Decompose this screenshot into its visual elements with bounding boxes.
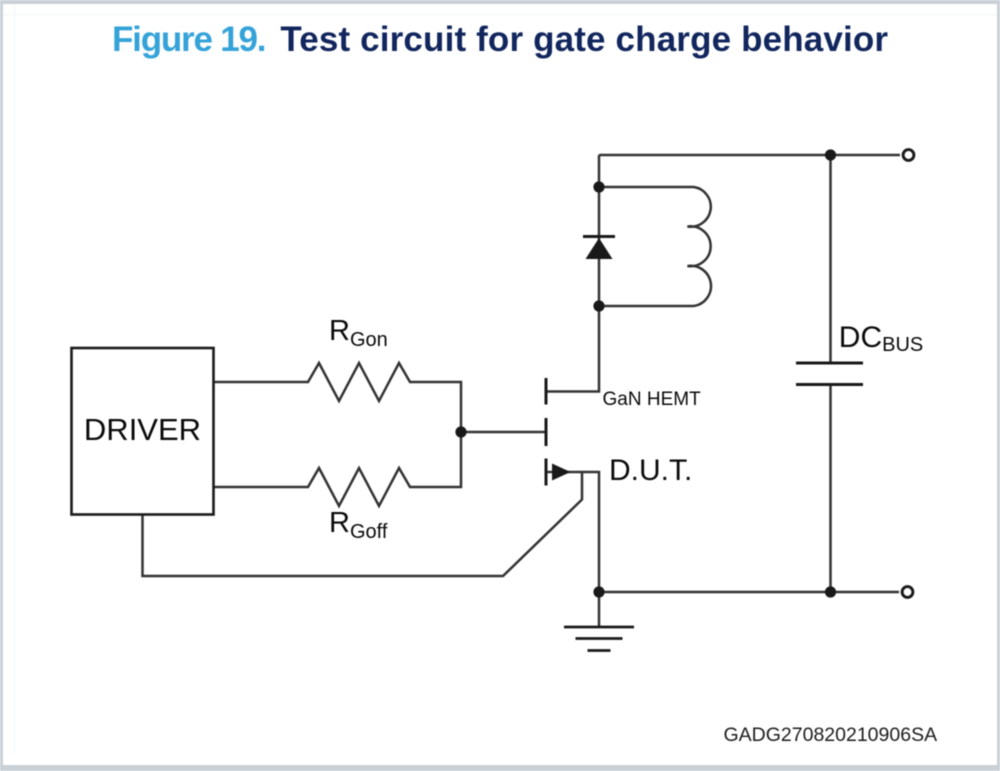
wire-kelvin-return bbox=[141, 472, 584, 578]
driver-box bbox=[70, 346, 215, 516]
figure-code: GADG270820210906SA bbox=[723, 723, 938, 746]
dcbus-label: DCBUS bbox=[838, 321, 924, 356]
inductor-coils bbox=[687, 185, 713, 308]
dut-label: D.U.T. bbox=[609, 453, 693, 487]
junction-dots bbox=[455, 149, 837, 598]
junction-dot-diode-bottom bbox=[593, 300, 605, 312]
figure-number: Figure 19. bbox=[112, 20, 267, 59]
driver-label: DRIVER bbox=[83, 412, 202, 447]
figure-caption: Figure 19. Test circuit for gate charge b… bbox=[112, 22, 888, 57]
terminal-top bbox=[901, 148, 916, 162]
gan-hemt-label: GaN HEMT bbox=[602, 388, 701, 410]
rgoff-label: RGoff bbox=[329, 507, 387, 543]
wire-drain bbox=[547, 306, 601, 393]
frame-border-left bbox=[0, 0, 3, 771]
dcbus-label-sub: BUS bbox=[882, 333, 924, 356]
diode-triangle bbox=[585, 238, 613, 259]
junction-dot-gate bbox=[455, 426, 467, 438]
terminal-bottom bbox=[900, 585, 915, 599]
junction-dot-top-rail bbox=[824, 149, 837, 161]
frame-border-top bbox=[0, 0, 1000, 4]
rgon-label-sub: Gon bbox=[349, 328, 388, 351]
dcbus-label-base: DC bbox=[838, 321, 883, 355]
resistor-rgon bbox=[213, 360, 463, 432]
frame-border-bottom bbox=[0, 765, 1000, 771]
wire-source bbox=[547, 470, 601, 592]
wires bbox=[141, 153, 900, 627]
source-arrow bbox=[552, 463, 571, 481]
rgon-label: RGon bbox=[329, 314, 388, 350]
junction-dot-diode-top bbox=[593, 181, 605, 193]
rgon-label-base: R bbox=[329, 314, 350, 347]
junction-dot-bottom-rail bbox=[824, 586, 837, 598]
rgoff-label-sub: Goff bbox=[349, 521, 388, 543]
frame-border-right bbox=[997, 0, 1000, 771]
inner-hairline-h bbox=[3, 14, 997, 15]
junction-dot-source bbox=[593, 586, 605, 598]
symbols bbox=[70, 148, 916, 652]
inner-hairline-v bbox=[14, 4, 15, 754]
figure-title-text: Test circuit for gate charge behavior bbox=[280, 20, 889, 59]
rgoff-label-base: R bbox=[329, 507, 350, 539]
resistor-rgoff bbox=[213, 432, 463, 509]
